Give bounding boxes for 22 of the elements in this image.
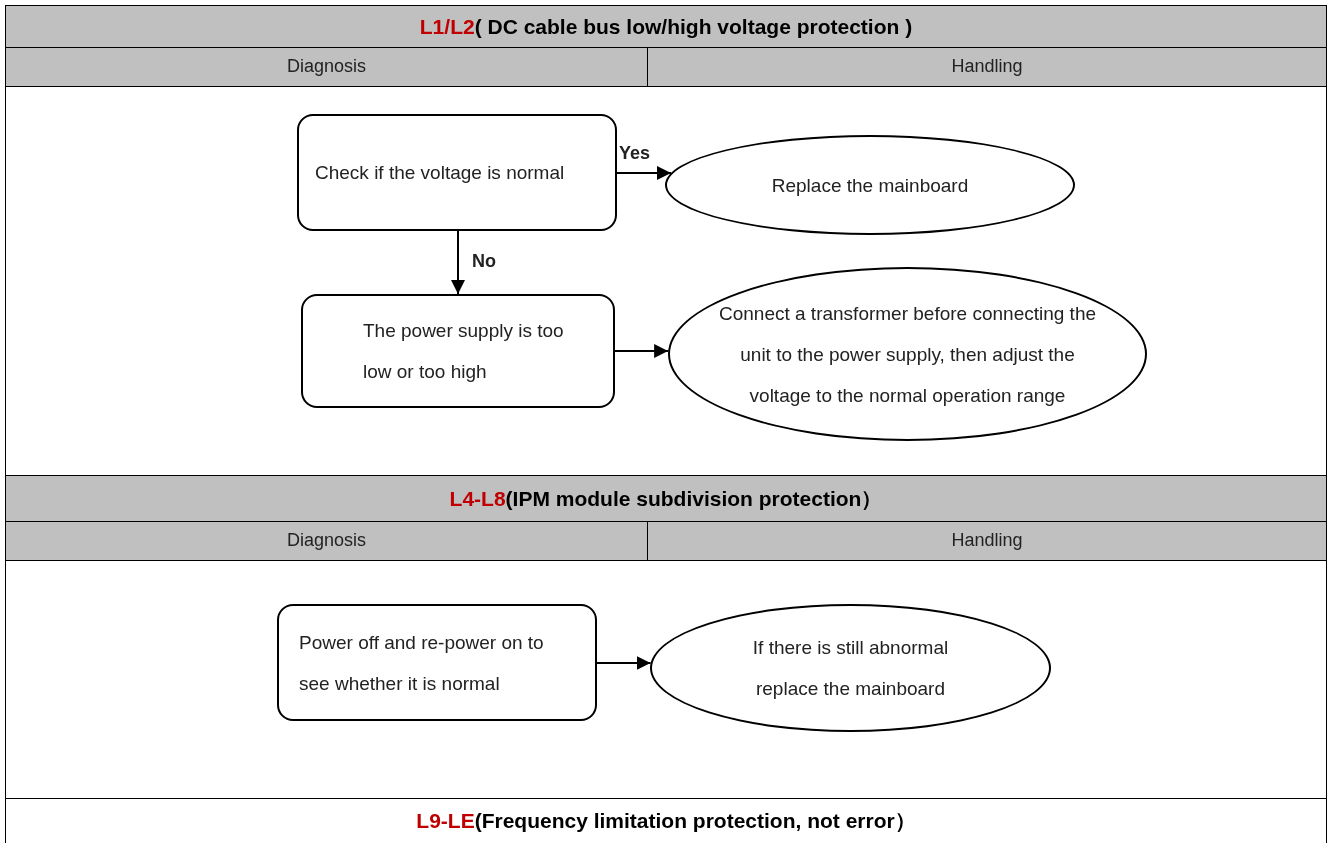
arrow xyxy=(616,166,672,180)
column-header: Diagnosis xyxy=(5,47,648,87)
arrow xyxy=(596,656,652,670)
process-box: Check if the voltage is normal xyxy=(297,114,617,231)
column-header: Handling xyxy=(647,47,1327,87)
column-header: Handling xyxy=(647,521,1327,561)
section-header-band xyxy=(5,5,1327,48)
section-title: ( DC cable bus low/high voltage protection ) xyxy=(474,14,913,39)
error-code: L4-L8 xyxy=(449,486,506,511)
column-header: Diagnosis xyxy=(5,521,648,561)
arrow xyxy=(614,344,670,358)
section-title: (IPM module subdivision protection） xyxy=(505,485,883,512)
section-title: (Frequency limitation protection, not error） xyxy=(474,808,916,834)
section-header-band xyxy=(5,798,1327,843)
process-box: Power off and re-power on to see whether it is normal xyxy=(277,604,597,721)
error-code: L9-LE xyxy=(416,809,475,833)
process-box: The power supply is too low or too high xyxy=(301,294,615,408)
error-code: L1/L2 xyxy=(419,14,475,39)
section-header-band xyxy=(5,475,1327,522)
arrow xyxy=(451,230,465,295)
edge-label: No xyxy=(472,250,496,272)
edge-label: Yes xyxy=(619,143,651,164)
